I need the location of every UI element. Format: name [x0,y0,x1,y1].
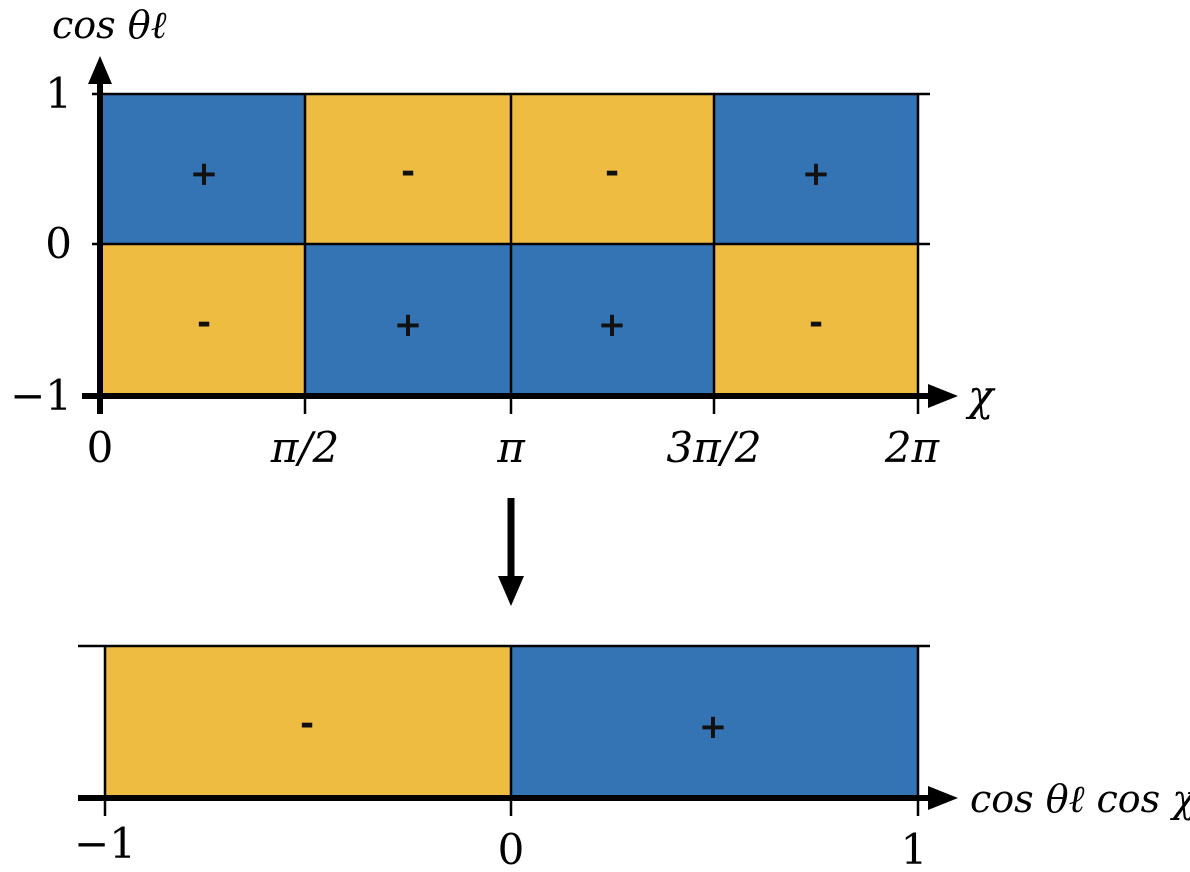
bottom-sign-1: + [699,707,728,747]
top-sign-upper-1: - [401,152,415,192]
top-cell-upper-0 [100,94,305,244]
bottom-x-tick-minus1: −1 [74,819,136,868]
top-cell-upper-2 [511,94,714,244]
top-y-axis-arrow [88,56,112,84]
top-cell-lower-0 [100,244,305,396]
top-cell-lower-3 [714,244,918,396]
top-x-tick-0: 0 [87,423,114,472]
bottom-x-tick-1: 1 [901,825,928,872]
top-y-tick-0: 0 [45,219,72,268]
projection-arrow-head [498,576,524,606]
top-y-axis-label: cos θℓ [52,3,167,47]
top-x-tick-3pi-half: 3π/2 [666,423,761,472]
top-cell-lower-2 [511,244,714,396]
top-cell-upper-3 [714,94,918,244]
top-sign-lower-0: - [197,303,211,343]
bottom-cell-0 [105,646,511,798]
top-sign-lower-1: + [394,305,423,345]
bottom-x-axis-arrow [928,786,958,810]
bottom-x-axis-label: cos θℓ cos χ [970,777,1190,821]
top-x-axis-label: χ [965,371,996,420]
top-sign-upper-3: + [802,154,831,194]
top-y-tick-minus1: −1 [10,371,72,420]
top-x-axis-arrow [928,384,958,408]
top-sign-lower-3: - [809,303,823,343]
bottom-cell-1 [511,646,918,798]
top-panel: + - - + - + + - cos θℓ χ 1 0 −1 0 π/2 π … [10,3,996,472]
bottom-sign-0: - [300,704,314,744]
bottom-x-tick-0: 0 [498,825,525,872]
projection-arrow [498,498,524,606]
top-sign-upper-2: - [605,152,619,192]
top-x-tick-pi: π [496,423,526,472]
top-x-tick-pi-half: π/2 [270,423,339,472]
top-sign-upper-0: + [190,154,219,194]
top-y-tick-1: 1 [45,69,72,118]
bottom-panel: - + cos θℓ cos χ −1 0 1 [74,644,1190,872]
top-sign-lower-2: + [598,305,627,345]
top-x-tick-2pi: 2π [884,423,941,472]
top-cell-lower-1 [305,244,511,396]
top-cell-upper-1 [305,94,511,244]
